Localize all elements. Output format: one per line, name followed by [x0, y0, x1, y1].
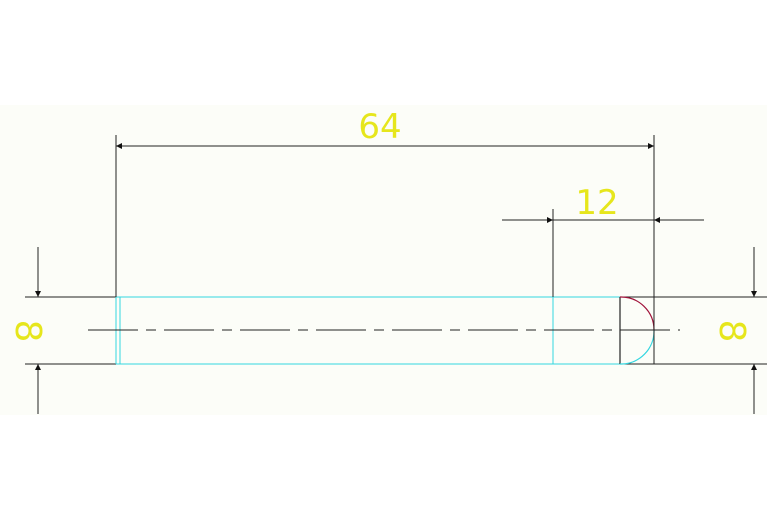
- left-diameter-label: 8: [7, 320, 48, 343]
- end-length-label: 12: [575, 183, 618, 223]
- dimension-overall: [115, 135, 655, 364]
- end-arc-lower: [619, 329, 655, 365]
- dimension-end: [502, 209, 704, 297]
- rounded-end: [619, 296, 655, 365]
- drawing-area[interactable]: [0, 105, 767, 415]
- overall-length-label: 64: [358, 107, 401, 147]
- right-diameter-label: 8: [711, 320, 752, 343]
- end-arc-upper: [619, 296, 655, 331]
